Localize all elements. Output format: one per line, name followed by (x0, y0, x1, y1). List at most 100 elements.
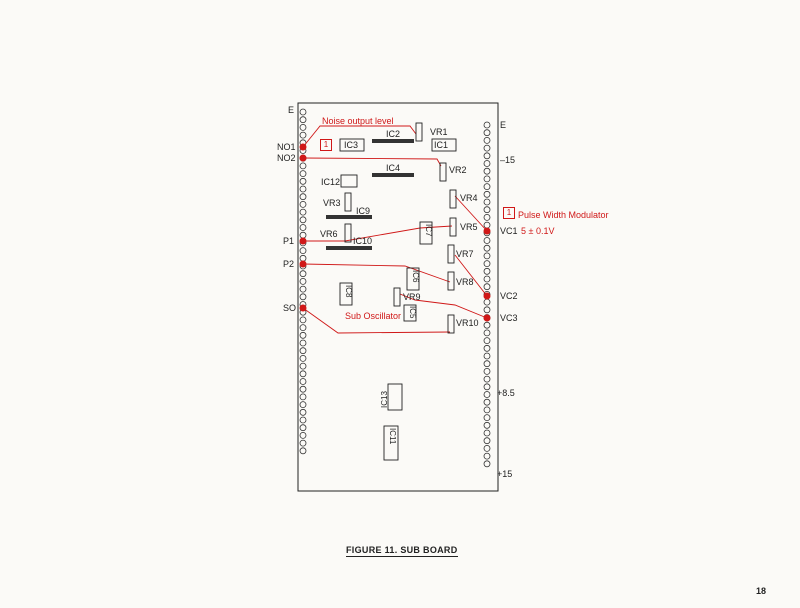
noise-output-level-label: Noise output level (322, 116, 394, 126)
sub-oscillator-label: Sub Oscillator (345, 311, 402, 321)
terminal-hole (299, 254, 307, 262)
terminal-hole (483, 437, 491, 445)
terminal-hole (483, 121, 491, 129)
vr5-body (449, 217, 457, 237)
p2-line (302, 263, 451, 283)
vc1-value: 5 ± 0.1V (521, 226, 555, 236)
page-number: 18 (756, 586, 767, 596)
terminal-hole (483, 391, 491, 398)
trimmers (344, 122, 457, 334)
terminal-hole (299, 224, 307, 231)
noise-line (302, 125, 417, 148)
left-terminal-column (299, 108, 307, 455)
vc3-line (399, 293, 488, 319)
right-pin-plus85: +8.5 (497, 388, 515, 398)
terminal-hole (299, 393, 307, 401)
terminal-hole (299, 124, 307, 131)
terminal-hole (483, 337, 491, 345)
terminal-hole (483, 429, 491, 437)
ic10-strip (326, 246, 372, 250)
terminal-hole (299, 170, 307, 178)
terminal-hole (299, 185, 307, 193)
terminal-dots (299, 143, 491, 322)
left-pin-p2: P2 (283, 259, 295, 269)
vc1-line (454, 195, 488, 232)
box-1-left: 1 (320, 139, 332, 151)
label-vr10: VR10 (456, 318, 479, 328)
vr1-body (415, 122, 423, 142)
terminal-hole (483, 306, 491, 314)
terminal-hole (483, 206, 491, 214)
vc1-dot (483, 227, 491, 235)
terminal-hole (299, 431, 307, 439)
terminal-hole (483, 460, 491, 468)
terminal-hole (483, 452, 491, 460)
terminal-hole (483, 160, 491, 167)
terminal-hole (483, 198, 491, 206)
left-pin-no2: NO2 (277, 153, 296, 163)
ic2-strip (372, 139, 414, 143)
terminal-hole (299, 408, 307, 416)
label-ic12: IC12 (321, 177, 341, 187)
terminal-hole (299, 293, 307, 301)
terminal-hole (483, 275, 491, 283)
label-vr7: VR7 (456, 249, 474, 259)
ic13-body (387, 383, 403, 411)
terminal-hole (483, 360, 491, 368)
vr10-body (447, 314, 455, 334)
board-outline (297, 102, 499, 492)
vr7-body (447, 244, 455, 264)
terminal-hole (299, 208, 307, 216)
p1-dot (299, 237, 307, 245)
terminal-hole (483, 375, 491, 383)
terminal-hole (483, 190, 491, 198)
terminal-hole (299, 339, 307, 347)
ic9-strip (326, 215, 372, 219)
terminal-hole (483, 267, 491, 275)
ic6-body (406, 267, 420, 291)
label-ic9: IC9 (356, 206, 371, 216)
terminal-hole (299, 200, 307, 208)
terminal-hole (483, 283, 491, 291)
terminal-hole (299, 378, 307, 385)
terminal-hole (483, 136, 491, 144)
terminal-hole (299, 216, 307, 224)
right-pin-vc2: VC2 (500, 291, 518, 301)
terminal-hole (483, 298, 491, 306)
terminal-hole (483, 213, 491, 221)
ic11-body (383, 425, 399, 461)
left-pin-p1: P1 (283, 236, 295, 246)
no2-dot (299, 154, 307, 162)
vr3-body (344, 192, 352, 212)
terminal-hole (483, 221, 491, 229)
label-ic10: IC10 (353, 236, 373, 246)
label-vr2: VR2 (449, 165, 467, 175)
terminal-hole (299, 277, 307, 285)
terminal-hole (483, 406, 491, 414)
terminal-hole (483, 183, 491, 191)
terminal-hole (299, 162, 307, 170)
ic8-body (339, 282, 353, 306)
terminal-hole (483, 329, 491, 337)
label-vr3: VR3 (323, 198, 341, 208)
terminal-hole (299, 116, 307, 124)
terminal-hole (299, 331, 307, 339)
vc3-dot (483, 314, 491, 322)
terminal-hole (483, 352, 491, 360)
terminal-hole (483, 260, 491, 268)
vr6-body (344, 223, 352, 243)
label-vr9: VR9 (403, 292, 421, 302)
terminal-hole (299, 370, 307, 378)
label-ic6: IC6 (411, 270, 420, 283)
label-ic2: IC2 (386, 129, 401, 139)
terminal-hole (299, 193, 307, 201)
terminal-hole (299, 416, 307, 424)
terminal-hole (483, 421, 491, 429)
p1-line (303, 225, 453, 242)
vr4-body (449, 189, 457, 209)
terminal-hole (483, 344, 491, 352)
ic7-body (419, 221, 433, 245)
terminal-hole (483, 367, 491, 375)
label-vr1: VR1 (430, 127, 448, 137)
label-ic3: IC3 (344, 140, 359, 150)
